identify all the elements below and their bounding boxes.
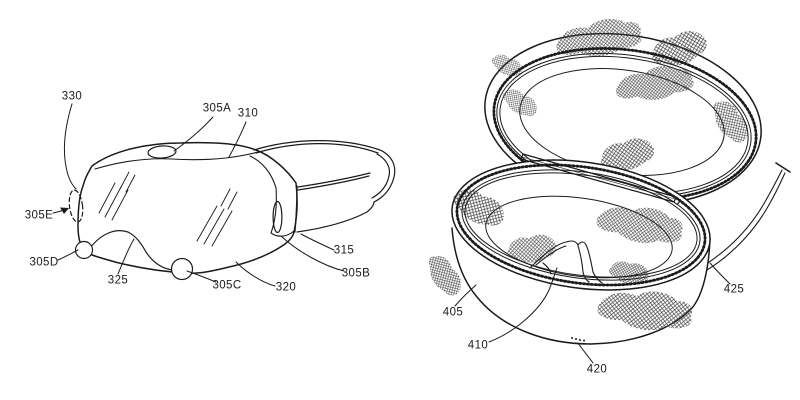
top-camera-oval (147, 145, 177, 159)
ref-label-305e: 305E (24, 209, 54, 222)
leader-line-410 (488, 267, 558, 343)
headset-leader-lines (52, 103, 345, 287)
hinge-bar (520, 153, 681, 205)
headset-body-outline (77, 141, 298, 274)
base-rim-line-inner (464, 172, 698, 278)
head-strap (253, 140, 396, 233)
headset-side-bottom-edge (270, 230, 295, 237)
case-figure (422, 14, 791, 364)
bottom-left-sensor (74, 240, 94, 260)
nose-mount (529, 240, 603, 284)
leader-line-325 (117, 238, 135, 275)
leader-line-310 (228, 121, 247, 158)
headset-top-crease (94, 151, 259, 170)
visor-reflection-lines (98, 171, 238, 247)
leader-line-305a (173, 116, 214, 152)
ref-label-425: 425 (723, 283, 745, 296)
headset-side-front-edge (270, 187, 277, 234)
left-dashed-sensor-region (68, 189, 84, 223)
ref-label-310: 310 (237, 107, 259, 120)
leader-line-420 (577, 342, 594, 364)
leader-arrowhead-305e (60, 207, 69, 214)
headset-side-crease (249, 155, 277, 189)
ref-label-305a: 305A (202, 102, 232, 115)
ref-label-305c: 305C (212, 279, 242, 292)
ref-label-320: 320 (275, 281, 297, 294)
headset-figure (52, 103, 396, 287)
connector-dots (571, 337, 585, 342)
leader-line-305d (57, 249, 79, 261)
leader-line-305c (186, 270, 217, 283)
side-sensor-oval (272, 200, 283, 234)
nose-bridge-curve (87, 230, 174, 271)
ref-label-305b: 305B (341, 267, 371, 280)
ref-label-305d: 305D (29, 256, 59, 269)
ref-label-410: 410 (467, 339, 489, 352)
ref-label-420: 420 (586, 363, 608, 376)
base-wall-outline (451, 227, 711, 345)
case-leader-lines (454, 262, 731, 364)
leader-line-320 (235, 261, 276, 287)
lanyard-tip-bar (775, 162, 791, 173)
leader-line-315 (300, 233, 335, 251)
leader-line-425 (709, 262, 731, 285)
leader-line-330 (64, 103, 77, 190)
ref-label-405: 405 (442, 306, 464, 319)
bottom-center-sensor (170, 257, 194, 281)
base-zipper-teeth (455, 163, 707, 287)
ref-label-315: 315 (333, 244, 355, 257)
ref-label-330: 330 (61, 90, 83, 103)
leader-line-405 (454, 284, 477, 307)
leader-line-305b (280, 235, 345, 272)
lanyard-cord (702, 162, 791, 271)
ref-label-325: 325 (107, 274, 129, 287)
case-base (422, 159, 711, 345)
